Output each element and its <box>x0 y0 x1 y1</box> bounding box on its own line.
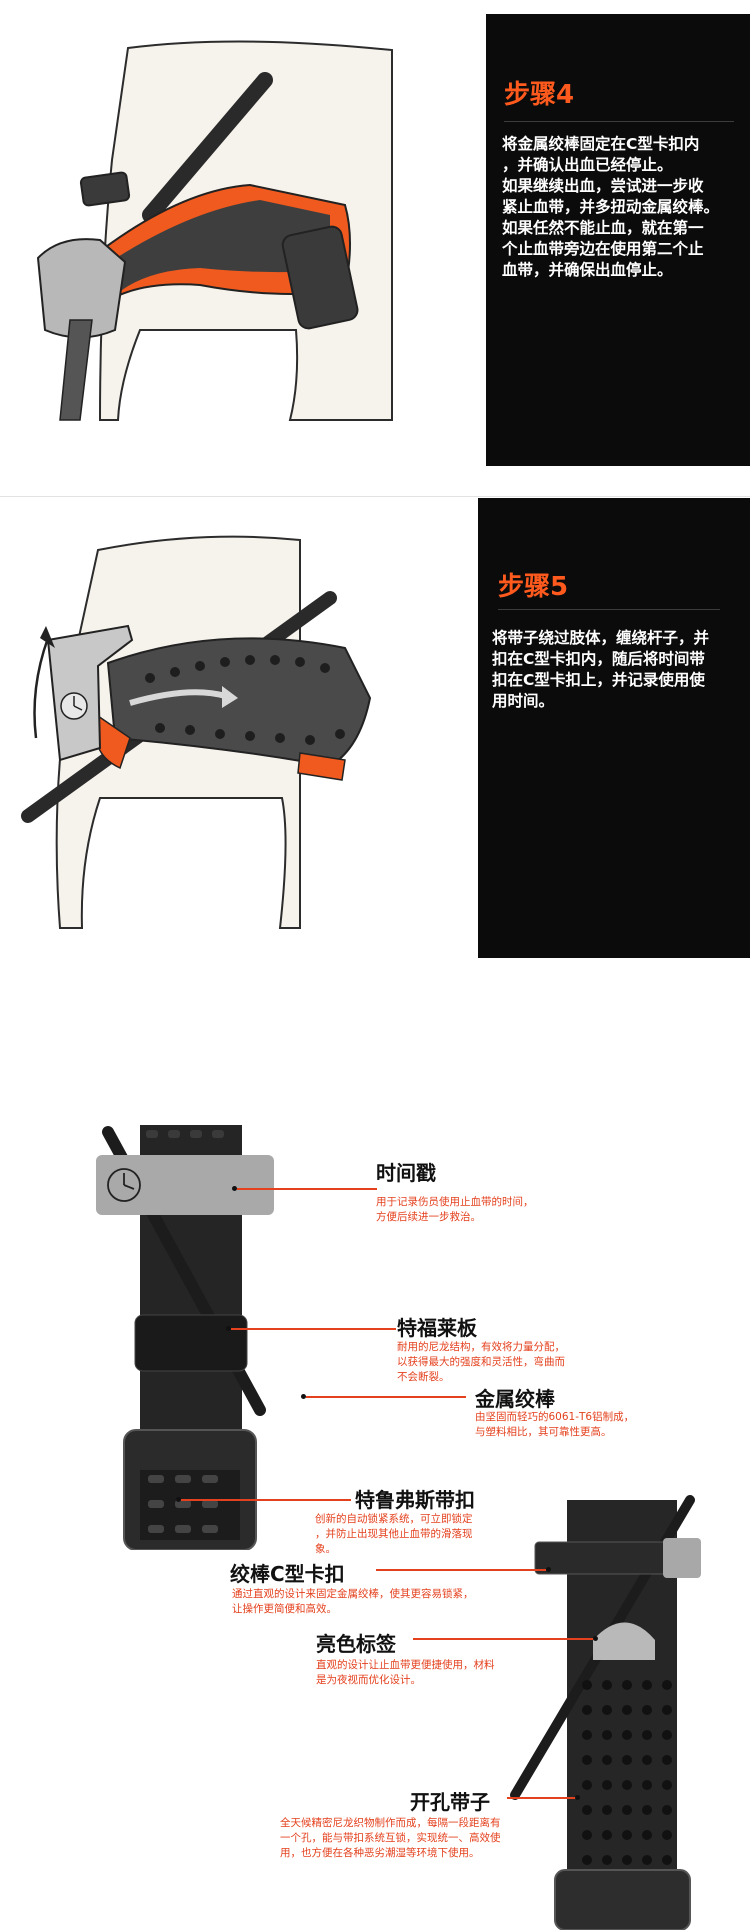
desc-line: 以获得最大的强度和灵活性，弯曲而 <box>397 1356 565 1368</box>
step-4-rule <box>504 121 734 122</box>
desc-line: 耐用的尼龙结构，有效将力量分配， <box>397 1341 565 1353</box>
step-5-line: 扣在C型卡扣内，随后将时间带 <box>492 650 705 668</box>
step-4-illustration <box>36 40 393 421</box>
feature-tag-desc: 直观的设计让止血带更便捷使用，材料 是为夜视而优化设计。 <box>316 1658 536 1688</box>
feature-buckle-desc: 创新的自动锁紧系统，可立即锁定 ，并防止出现其他止血带的滑落现 象。 <box>315 1512 515 1557</box>
leader-dot <box>226 1326 231 1331</box>
leader-line <box>181 1499 351 1501</box>
tourniquet-main-illustration <box>96 1125 274 1550</box>
feature-cclip-title: 绞棒C型卡扣 <box>230 1562 345 1586</box>
desc-line: 与塑料相比，其可靠性更高。 <box>475 1426 612 1438</box>
step-5-line: 用时间。 <box>492 692 555 710</box>
step-4-title: 步骤4 <box>504 80 575 110</box>
feature-tag-title: 亮色标签 <box>316 1632 396 1656</box>
step-5-title: 步骤5 <box>498 572 569 602</box>
feature-plate-desc: 耐用的尼龙结构，有效将力量分配， 以获得最大的强度和灵活性，弯曲而 不会断裂。 <box>397 1340 617 1385</box>
leader-line <box>413 1638 595 1640</box>
step-4-line: 个止血带旁边在使用第二个止 <box>502 240 704 258</box>
step-5-text: 将带子绕过肢体，缠绕杆子，并 扣在C型卡扣内，随后将时间带 扣在C型卡扣上，并记… <box>492 628 748 712</box>
feature-strap-title: 开孔带子 <box>410 1790 490 1814</box>
leader-dot <box>301 1394 306 1399</box>
step-5-illustration <box>21 535 372 929</box>
tourniquet-secondary-illustration <box>510 1495 701 1930</box>
desc-line: 一个孔，能与带扣系统互锁，实现统一、高效使 <box>280 1832 501 1844</box>
step-5-panel: 步骤5 将带子绕过肢体，缠绕杆子，并 扣在C型卡扣内，随后将时间带 扣在C型卡扣… <box>478 498 750 958</box>
feature-buckle-title: 特鲁弗斯带扣 <box>355 1488 475 1512</box>
leader-dot <box>176 1497 181 1502</box>
desc-line: 全天候精密尼龙织物制作而成，每隔一段距离有 <box>280 1817 501 1829</box>
desc-line: 创新的自动锁紧系统，可立即锁定 <box>315 1513 473 1525</box>
feature-timestamp-title: 时间戳 <box>376 1161 436 1185</box>
section-divider <box>0 496 750 497</box>
leader-line <box>306 1396 466 1398</box>
step-4-line: 将金属绞棒固定在C型卡扣内 <box>502 135 700 153</box>
desc-line: 由坚固而轻巧的6061-T6铝制成， <box>475 1411 635 1423</box>
leader-dot <box>593 1636 598 1641</box>
leader-line <box>231 1328 396 1330</box>
desc-line: ，并防止出现其他止血带的滑落现 <box>315 1528 473 1540</box>
leader-line <box>507 1797 577 1799</box>
step-5-line: 将带子绕过肢体，缠绕杆子，并 <box>492 629 710 647</box>
step-4-line: ，并确认出血已经停止。 <box>502 156 673 174</box>
desc-line: 让操作更简便和高效。 <box>232 1603 337 1615</box>
step-4-line: 紧止血带，并多扭动金属绞棒。 <box>502 198 720 216</box>
strap-holes <box>145 655 345 745</box>
clock-icon <box>60 692 88 720</box>
leader-dot <box>546 1567 551 1572</box>
step-4-panel: 步骤4 将金属绞棒固定在C型卡扣内 ，并确认出血已经停止。 如果继续出血，尝试进… <box>486 14 750 466</box>
clock-icon <box>107 1168 141 1202</box>
leader-dot <box>575 1795 580 1800</box>
desc-line: 用，也方便在各种恶劣潮湿等环境下使用。 <box>280 1847 480 1859</box>
desc-line: 直观的设计让止血带更便捷使用，材料 <box>316 1659 495 1671</box>
feature-windlass-title: 金属绞棒 <box>475 1387 555 1411</box>
step-4-text: 将金属绞棒固定在C型卡扣内 ，并确认出血已经停止。 如果继续出血，尝试进一步收 … <box>502 134 748 281</box>
desc-line: 不会断裂。 <box>397 1371 450 1383</box>
leader-dot <box>232 1186 237 1191</box>
feature-cclip-desc: 通过直观的设计来固定金属绞棒，使其更容易锁紧， 让操作更简便和高效。 <box>232 1587 522 1617</box>
feature-timestamp-desc: 用于记录伤员使用止血带的时间， 方便后续进一步救治。 <box>376 1195 586 1225</box>
leader-line <box>237 1188 377 1190</box>
step-5-line: 扣在C型卡扣上，并记录使用使 <box>492 671 705 689</box>
desc-line: 是为夜视而优化设计。 <box>316 1674 421 1686</box>
desc-line: 象。 <box>315 1543 336 1555</box>
step-5-rule <box>498 609 720 610</box>
desc-line: 方便后续进一步救治。 <box>376 1211 481 1223</box>
feature-plate-title: 特福莱板 <box>397 1316 477 1340</box>
feature-windlass-desc: 由坚固而轻巧的6061-T6铝制成， 与塑料相比，其可靠性更高。 <box>475 1410 705 1440</box>
step-4-line: 如果任然不能止血，就在第一 <box>502 219 704 237</box>
desc-line: 用于记录伤员使用止血带的时间， <box>376 1196 534 1208</box>
step-4-line: 血带，并确保出血停止。 <box>502 261 673 279</box>
arrow-icon <box>33 626 55 739</box>
feature-strap-desc: 全天候精密尼龙织物制作而成，每隔一段距离有 一个孔，能与带扣系统互锁，实现统一、… <box>280 1816 550 1861</box>
step-4-line: 如果继续出血，尝试进一步收 <box>502 177 704 195</box>
desc-line: 通过直观的设计来固定金属绞棒，使其更容易锁紧， <box>232 1588 474 1600</box>
leader-line <box>376 1569 546 1571</box>
